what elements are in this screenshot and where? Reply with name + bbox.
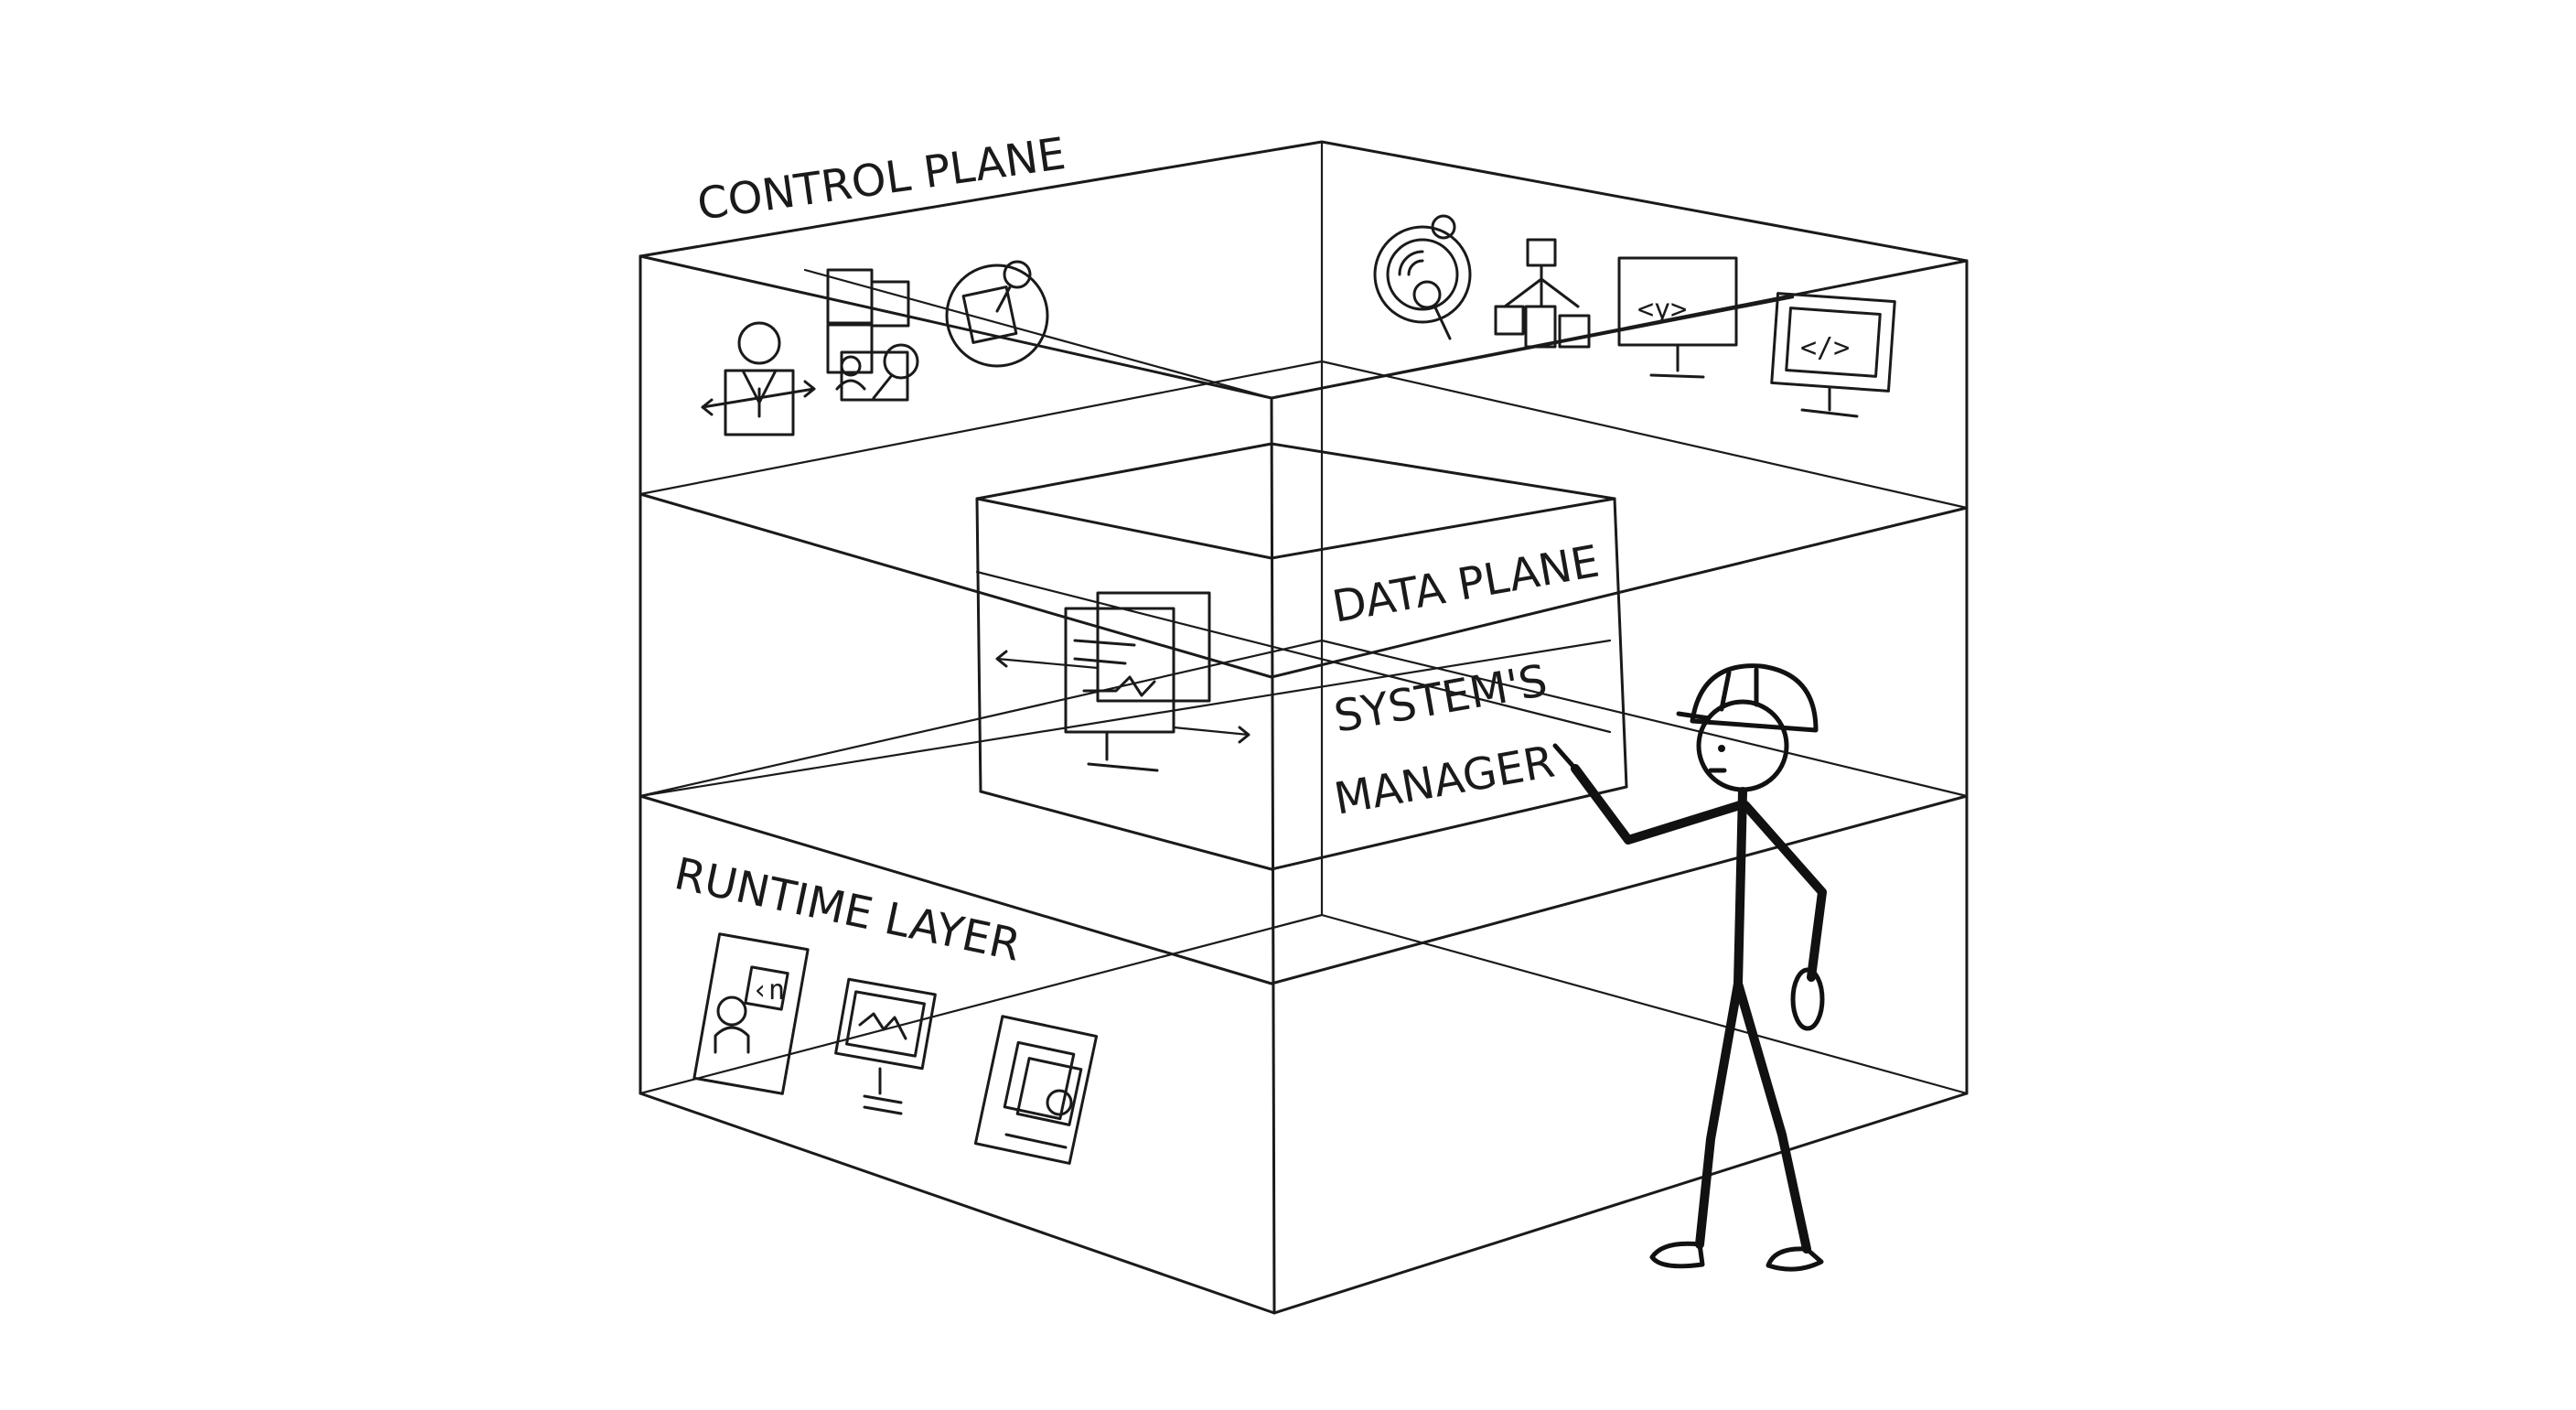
separator-control-data-back [639,360,1969,510]
data-plane-label: DATA PLANE [1328,535,1603,632]
hard-hat-icon [1690,663,1819,733]
cube-top-front-edge [639,254,1969,400]
control-connector-1 [803,268,1273,400]
outer-cube [639,140,1969,1315]
figure-right-leg [1733,979,1811,1254]
figure-left-foot [1649,1241,1705,1269]
code-monitor-icon: <y> [1617,256,1738,379]
stacked-windows-icon [826,268,919,402]
data-connector-1 [975,570,1612,734]
separator-runtime-back [639,913,1969,1095]
stick-figure-engineer [1552,663,1827,1272]
cube-bottom-front-edge [639,1092,1969,1315]
separator-control-data [639,492,1969,679]
figure-left-leg [1695,979,1743,1249]
figure-other-arm [1741,801,1827,982]
svg-text:‹n: ‹n [752,974,785,1006]
person-with-arrows-icon [701,321,816,436]
runtime-layer-label: RUNTIME LAYER [671,848,1025,972]
data-plane-box [639,442,1628,871]
data-plane-left [975,497,982,793]
person-chat-icon: ‹n [692,932,810,1095]
org-chart-icon [1494,238,1591,349]
separator-data-runtime-back [639,639,1969,798]
data-plane-right [1613,497,1628,789]
separator-data-runtime [639,794,1969,985]
data-plane-bottom [979,785,1628,871]
figure-pointing-arm [1571,764,1744,845]
figure-torso [1733,787,1747,988]
data-plane-mid [975,497,1616,560]
data-plane-top [975,442,1616,500]
data-connector-2 [639,639,1612,798]
labels: CONTROL PLANE DATA PLANE SYSTEM'S MANAGE… [671,128,1604,972]
svg-text:</>: </> [1800,332,1850,364]
figure-right-foot [1766,1246,1824,1272]
radar-icon [1373,214,1472,340]
monitor-waveform-icon [995,591,1250,772]
document-window-icon [973,1015,1099,1165]
cube-front-edge [1270,396,1276,1315]
svg-text:<y>: <y> [1637,294,1687,326]
figure-hand [1790,967,1825,1031]
monitor-chart-icon [834,977,937,1115]
figure-eye [1718,745,1725,752]
figure-head [1696,699,1789,792]
circular-target-icon [945,260,1049,368]
code-monitor-icon: </> [1770,292,1896,418]
